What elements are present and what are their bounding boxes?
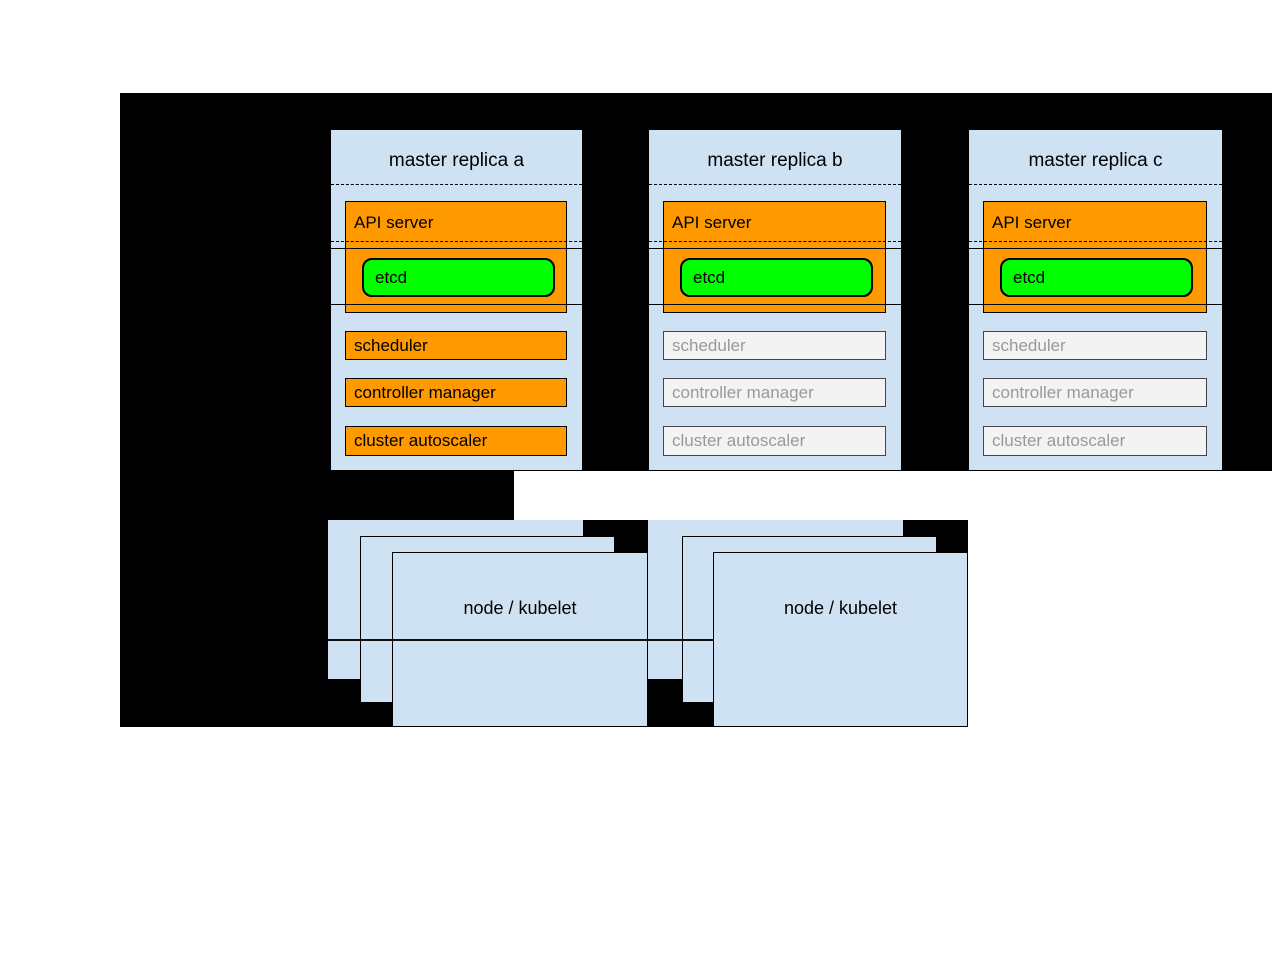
etcd-label: etcd [375, 267, 408, 287]
etcd-label: etcd [1013, 267, 1046, 287]
controller-manager-label: controller manager [354, 382, 496, 402]
cluster-autoscaler-box: cluster autoscaler [345, 426, 567, 456]
master-replica-c-title: master replica c [1028, 150, 1163, 171]
controller-manager-label: controller manager [992, 382, 1134, 402]
etcd-box: etcd [362, 258, 555, 297]
master-replica-a-title: master replica a [388, 150, 525, 171]
api-server-box: API server etcd [345, 201, 567, 313]
background-white-cutout-upper [514, 471, 1272, 520]
api-server-label: API server [992, 213, 1072, 232]
cluster-autoscaler-label: cluster autoscaler [672, 431, 806, 450]
scheduler-label: scheduler [354, 335, 428, 355]
master-replica-c-panel: master replica c API server etcd schedul… [968, 129, 1223, 471]
master-replica-b-panel: master replica b API server etcd schedul… [648, 129, 902, 471]
dashed-separator-line [331, 184, 582, 185]
master-replica-a-panel: master replica a API server etcd schedul… [330, 129, 583, 471]
solid-separator-line [649, 248, 901, 249]
scheduler-label: scheduler [672, 335, 746, 355]
dashed-separator-line [969, 184, 1222, 185]
scheduler-box: scheduler [345, 331, 567, 360]
etcd-box: etcd [680, 258, 873, 297]
cluster-autoscaler-box: cluster autoscaler [663, 426, 886, 456]
cluster-autoscaler-box: cluster autoscaler [983, 426, 1207, 456]
node-stack-2-front-box: node / kubelet [713, 552, 968, 727]
solid-separator-line [331, 248, 582, 249]
controller-manager-box: controller manager [345, 378, 567, 407]
cluster-autoscaler-label: cluster autoscaler [354, 431, 488, 450]
solid-separator-line [649, 304, 901, 305]
node-kubelet-label: node / kubelet [783, 598, 898, 618]
etcd-box: etcd [1000, 258, 1193, 297]
api-server-label: API server [672, 213, 752, 232]
solid-separator-line [331, 304, 582, 305]
scheduler-box: scheduler [663, 331, 886, 360]
dashed-separator-line [649, 241, 901, 242]
scheduler-box: scheduler [983, 331, 1207, 360]
api-server-box: API server etcd [983, 201, 1207, 313]
etcd-label: etcd [693, 267, 726, 287]
dashed-separator-line [331, 241, 582, 242]
node-divider-line [328, 639, 713, 641]
controller-manager-label: controller manager [672, 382, 814, 402]
cluster-autoscaler-label: cluster autoscaler [992, 431, 1126, 450]
scheduler-label: scheduler [992, 335, 1066, 355]
dashed-separator-line [969, 241, 1222, 242]
api-server-label: API server [354, 213, 434, 232]
master-replica-b-title: master replica b [707, 150, 843, 171]
solid-separator-line [969, 304, 1222, 305]
solid-separator-line [969, 248, 1222, 249]
node-kubelet-label: node / kubelet [463, 598, 577, 618]
dashed-separator-line [649, 184, 901, 185]
api-server-box: API server etcd [663, 201, 886, 313]
controller-manager-box: controller manager [663, 378, 886, 407]
background-white-cutout-lower-right [968, 520, 1272, 727]
controller-manager-box: controller manager [983, 378, 1207, 407]
